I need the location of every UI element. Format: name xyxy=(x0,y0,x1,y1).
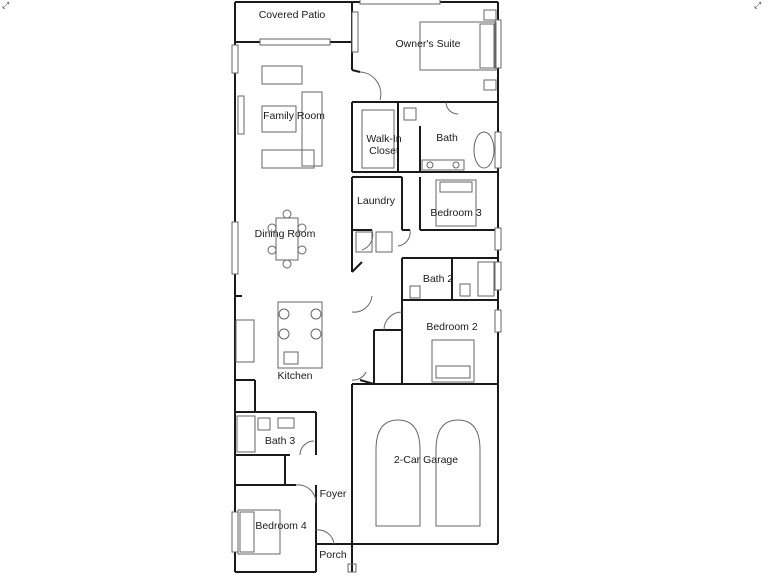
windows xyxy=(231,0,502,553)
room-label-bedroom-2: Bedroom 2 xyxy=(426,321,478,333)
room-label-bedroom-3: Bedroom 3 xyxy=(430,207,482,219)
room-label-foyer: Foyer xyxy=(319,488,347,500)
room-label-family-room: Family Room xyxy=(263,110,325,122)
room-label-garage: 2-Car Garage xyxy=(393,454,459,466)
fixtures xyxy=(235,9,497,573)
room-label-walk-in-closet: Walk-In Closet xyxy=(366,133,402,157)
room-label-bath-3: Bath 3 xyxy=(264,435,296,447)
room-label-dining-room: Dining Room xyxy=(254,228,316,240)
room-label-laundry: Laundry xyxy=(357,195,395,207)
room-label-owners-suite: Owner's Suite xyxy=(395,38,461,50)
room-label-kitchen: Kitchen xyxy=(277,370,313,382)
expand-icon[interactable]: ⤢ xyxy=(2,1,10,11)
room-label-porch: Porch xyxy=(319,549,347,561)
room-label-bath-2: Bath 2 xyxy=(422,273,454,285)
room-label-bath: Bath xyxy=(436,132,458,144)
room-label-bedroom-4: Bedroom 4 xyxy=(255,520,307,532)
walls xyxy=(234,1,499,573)
expand-icon-right[interactable]: ⤢ xyxy=(754,1,762,11)
room-label-covered-patio: Covered Patio xyxy=(258,9,326,21)
